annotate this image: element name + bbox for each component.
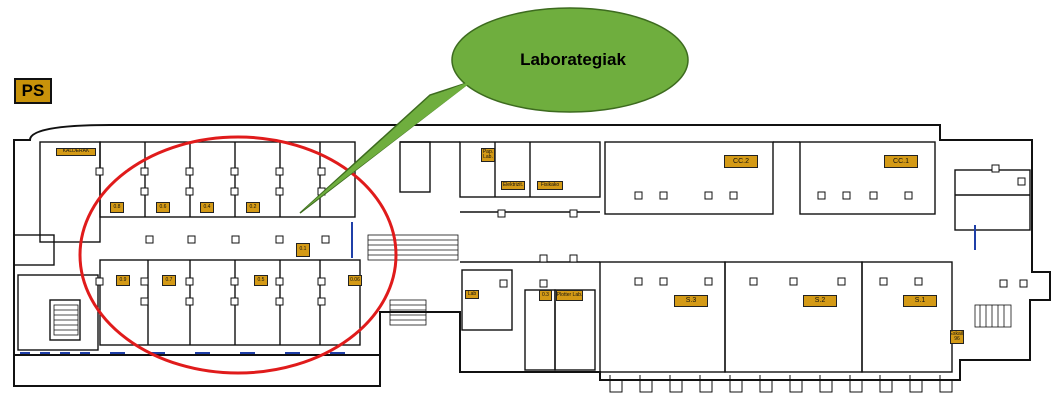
floor-badge: PS — [14, 78, 52, 104]
bottom-windows — [20, 222, 976, 354]
room-tag-kalderak: KALDERAK — [56, 148, 96, 156]
building-outline — [13, 124, 1051, 387]
room-tag: 0.7 — [162, 275, 176, 286]
room-tag: 0.9 — [116, 275, 130, 286]
bottom-bays — [609, 375, 953, 393]
right-walls — [399, 141, 1031, 373]
room-tag-cc1: CC.1 — [884, 155, 918, 168]
room-tag: 0.6 — [156, 202, 170, 213]
room-tag: 0.3 — [539, 290, 552, 301]
room-tag: 0.4 — [200, 202, 214, 213]
room-tag: Eskail. 96 — [950, 330, 964, 344]
lab-highlight-ellipse — [78, 135, 398, 375]
room-tag-s3: S.3 — [674, 295, 708, 307]
room-tag: 0.5 — [254, 275, 268, 286]
stairs — [53, 234, 1012, 336]
room-tag: 0.1 — [296, 243, 310, 257]
room-tag: Elektrizit. — [501, 181, 525, 190]
room-tag: Fisikako — [537, 181, 563, 190]
room-tag: 0.2 — [246, 202, 260, 213]
columns — [95, 164, 1028, 306]
room-tag: Lab — [465, 290, 479, 299]
callout-label: Laborategiak — [520, 50, 626, 69]
room-tag: Pap. Lab. — [481, 148, 495, 162]
callout-bubble — [299, 7, 689, 214]
room-tag: Plotter Lab. — [556, 290, 583, 301]
room-tag-s1: S.1 — [903, 295, 937, 307]
room-tag-s2: S.2 — [803, 295, 837, 307]
room-tag: 0.8 — [110, 202, 124, 213]
room-tag: 0.06 — [348, 275, 362, 286]
room-tag-cc2: CC.2 — [724, 155, 758, 168]
